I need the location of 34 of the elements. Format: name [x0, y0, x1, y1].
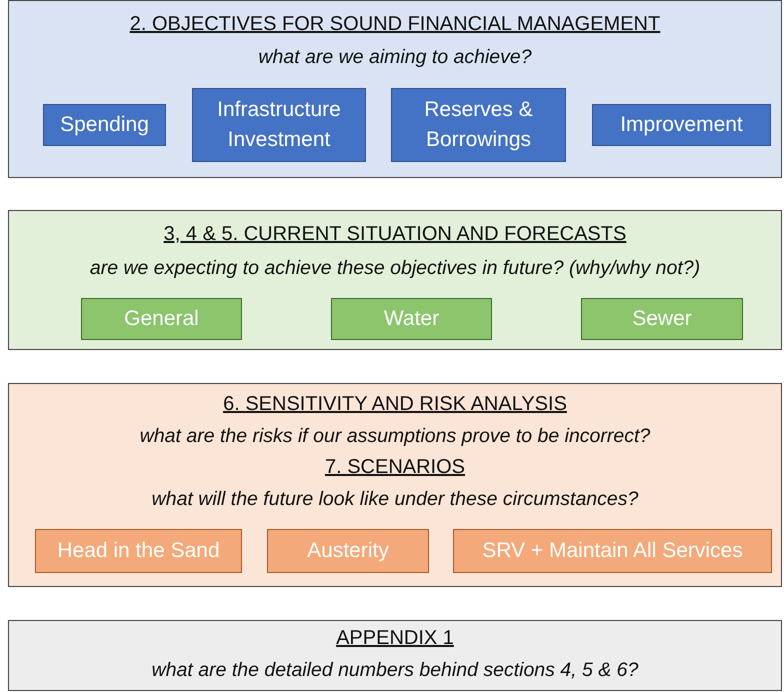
- box-label: Head in the Sand: [56, 538, 221, 564]
- box-label: Infrastructure Investment: [216, 96, 342, 153]
- box-label: Spending: [59, 112, 150, 138]
- category-box: [331, 298, 492, 340]
- section-heading: 3, 4 & 5. CURRENT SITUATION AND FORECASTS: [162, 223, 628, 246]
- category-box: [192, 88, 366, 162]
- section-heading: 7. SCENARIOS: [324, 456, 466, 479]
- category-box: [453, 529, 772, 573]
- box-label: General: [123, 306, 200, 332]
- section-question: what are the detailed numbers behind sections 4, 5 & 6?: [150, 659, 640, 682]
- section-heading: 2. OBJECTIVES FOR SOUND FINANCIAL MANAGEMENT: [128, 13, 662, 36]
- section-panel: [8, 210, 782, 350]
- box-label: SRV + Maintain All Services: [481, 538, 744, 564]
- category-box: [592, 104, 771, 146]
- category-box: [267, 529, 429, 573]
- category-box: [581, 298, 743, 340]
- box-label: Reserves & Borrowings: [423, 96, 534, 153]
- section-question: what will the future look like under these circumstances?: [150, 488, 640, 511]
- section-panel: [8, 383, 782, 587]
- section-panel: [8, 620, 782, 691]
- category-box: [43, 104, 166, 146]
- section-heading: 6. SENSITIVITY AND RISK ANALYSIS: [222, 393, 568, 416]
- section-question: what are we aiming to achieve?: [257, 46, 533, 69]
- section-heading: APPENDIX 1: [335, 627, 455, 650]
- box-label: Austerity: [306, 538, 390, 564]
- category-box: [81, 298, 242, 340]
- box-label: Sewer: [631, 306, 693, 332]
- category-box: [35, 529, 242, 573]
- box-label: Improvement: [619, 112, 744, 138]
- section-panel: [8, 0, 782, 178]
- section-question: are we expecting to achieve these objectives in future? (why/why not?): [88, 257, 702, 280]
- box-label: Water: [382, 306, 440, 332]
- section-question: what are the risks if our assumptions prove to be incorrect?: [138, 425, 652, 448]
- category-box: [391, 88, 566, 162]
